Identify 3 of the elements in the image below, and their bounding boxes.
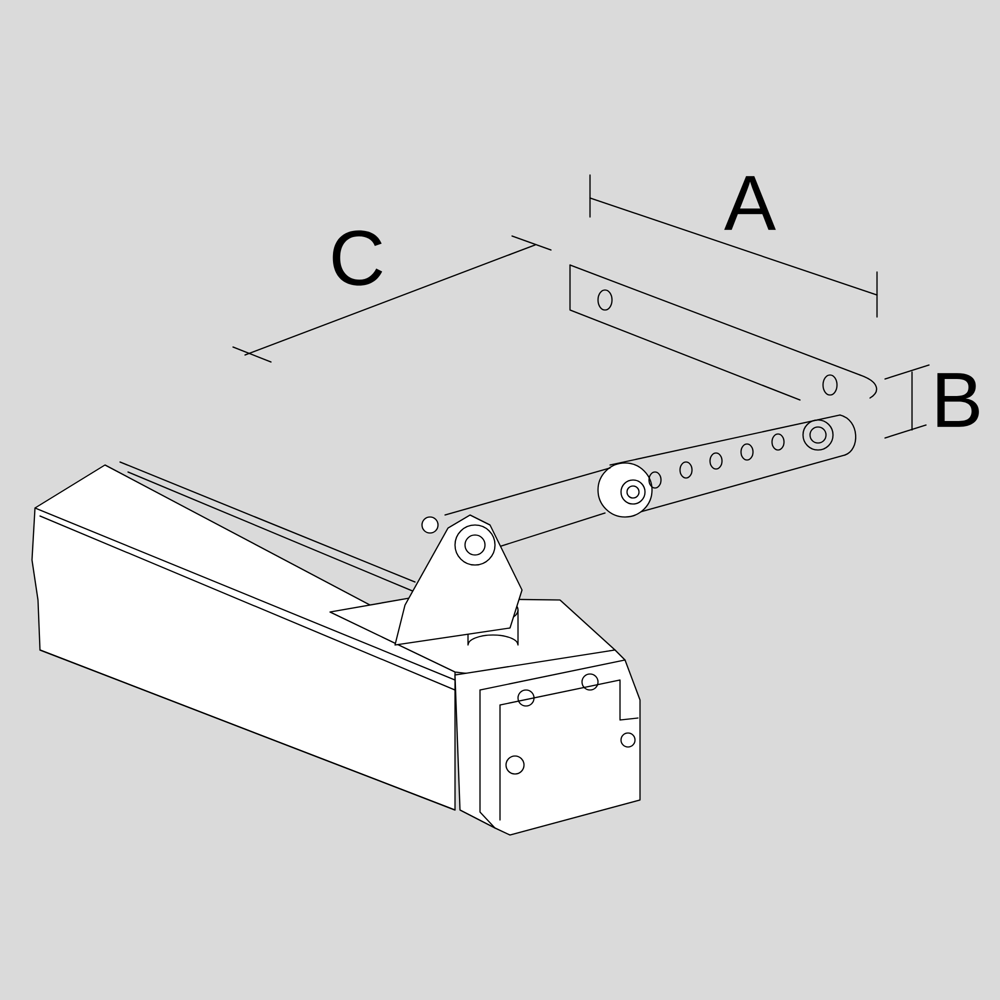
dimension-label: C: [332, 230, 382, 286]
dimension-label: A: [724, 176, 776, 230]
dimension-label: B: [937, 373, 979, 427]
